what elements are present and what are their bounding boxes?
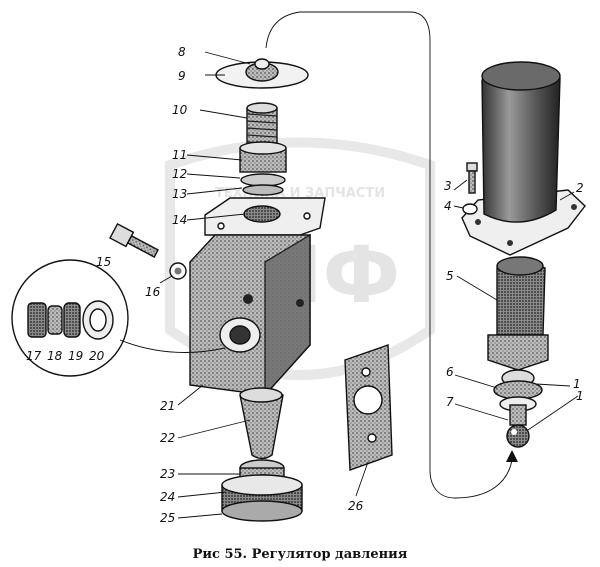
callout-9: 9	[178, 69, 186, 83]
callout-1b: 1	[576, 389, 584, 403]
callout-7: 7	[446, 395, 454, 409]
callout-20: 20	[89, 349, 105, 363]
callout-11: 11	[172, 148, 187, 162]
part-cover	[461, 61, 586, 256]
callout-5: 5	[446, 269, 454, 283]
callout-10: 10	[172, 103, 188, 117]
callout-4: 4	[444, 199, 452, 213]
callout-13: 13	[172, 187, 187, 201]
figure-caption: Рис 55. Регулятор давления	[193, 547, 408, 562]
callout-19: 19	[68, 349, 83, 363]
part-knob	[221, 459, 303, 522]
part-cone	[239, 387, 284, 460]
callout-8: 8	[178, 45, 186, 59]
tube-arrow	[506, 450, 518, 462]
callout-6: 6	[446, 365, 454, 379]
callout-22: 22	[160, 431, 175, 445]
tube-line	[265, 11, 513, 499]
callout-24: 24	[160, 490, 175, 504]
callout-14: 14	[172, 213, 187, 227]
part-bolt	[109, 222, 159, 258]
callout-3: 3	[444, 179, 452, 193]
callout-18: 18	[47, 349, 63, 363]
part-regulator-body	[189, 197, 326, 397]
detail-inset	[11, 259, 226, 377]
callout-15: 15	[96, 255, 111, 269]
leader-lines	[159, 51, 579, 519]
part-nut-washers	[239, 141, 287, 196]
callout-23: 23	[160, 467, 175, 481]
part-threaded-sleeve	[246, 102, 278, 149]
callout-17: 17	[26, 349, 42, 363]
callout-labels: 8 9 10 11 12 13 14 15 16 17 18 19 20 21 …	[26, 45, 584, 525]
part-screw	[462, 162, 478, 215]
callout-16: 16	[145, 285, 161, 299]
callout-1a: 1	[573, 377, 581, 391]
callout-21: 21	[160, 399, 175, 413]
callout-12: 12	[172, 167, 187, 181]
part-spring-plate	[215, 58, 309, 89]
callout-2: 2	[576, 181, 584, 195]
part-sensor	[487, 256, 549, 448]
callout-25: 25	[160, 511, 175, 525]
callout-26: 26	[348, 499, 364, 513]
part-gasket	[344, 344, 393, 471]
